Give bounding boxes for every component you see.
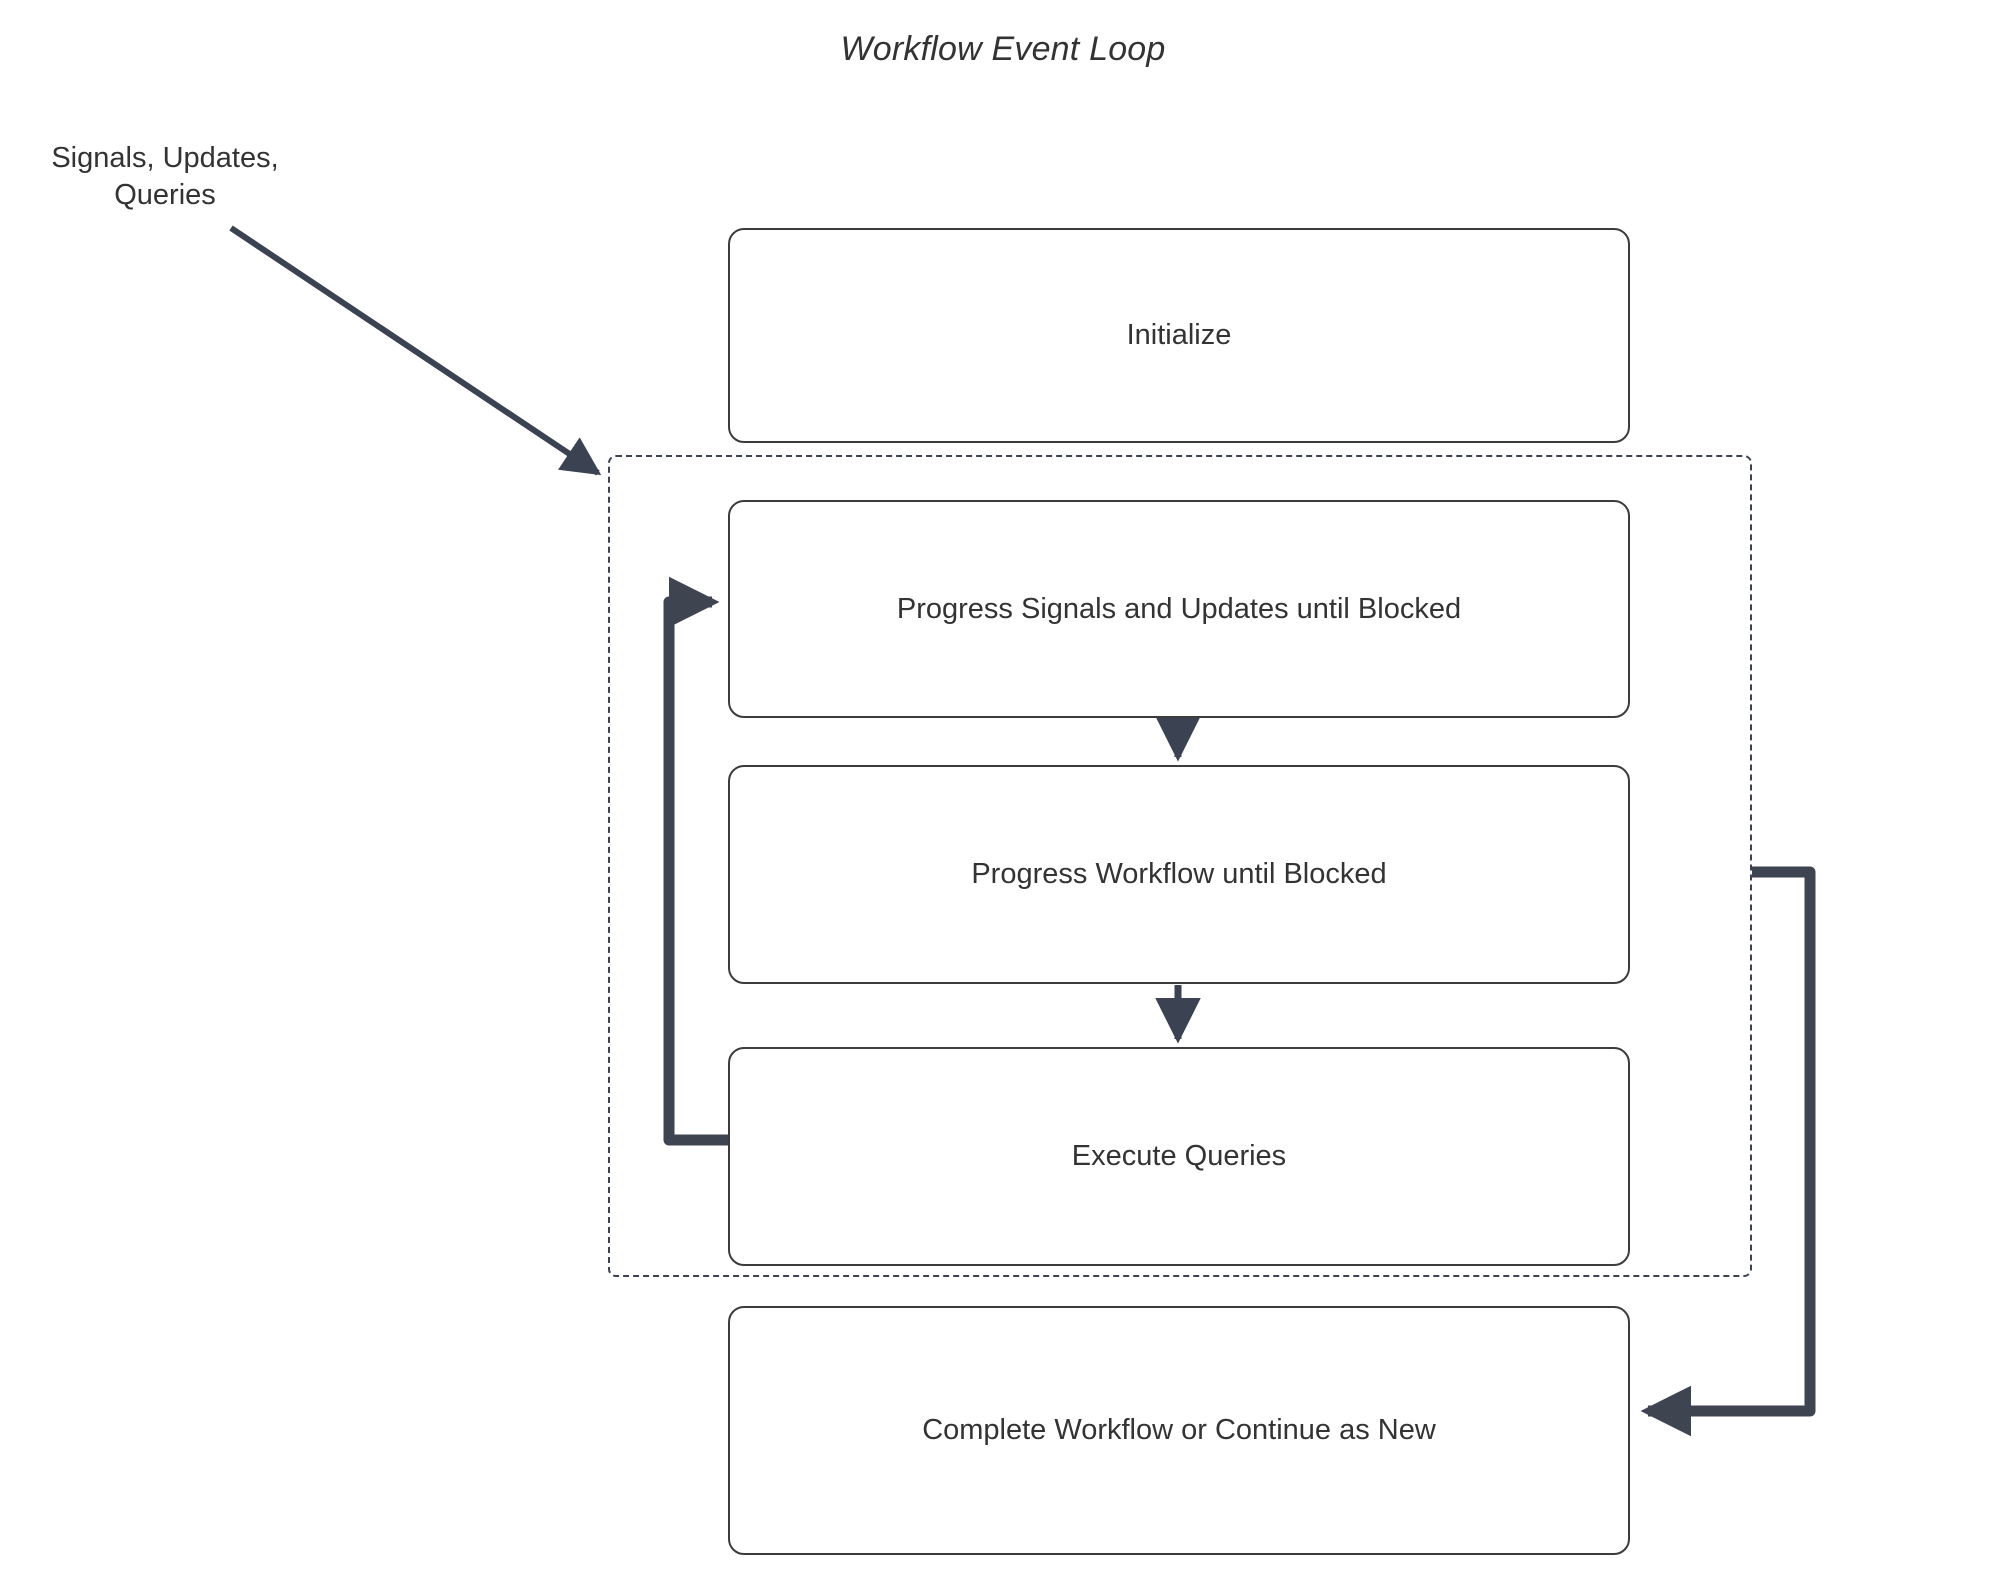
- node-initialize-label: Initialize: [1126, 319, 1232, 351]
- event-loop-dashed-container: [608, 455, 1752, 1277]
- node-initialize[interactable]: Initialize: [728, 228, 1630, 443]
- node-progress-workflow-label: Progress Workflow until Blocked: [971, 858, 1387, 890]
- diagram-title: Workflow Event Loop: [840, 30, 1166, 68]
- node-execute-queries-label: Execute Queries: [1071, 1140, 1287, 1172]
- node-complete-workflow-label: Complete Workflow or Continue as New: [922, 1414, 1436, 1446]
- node-progress-signals-and-updates-label: Progress Signals and Updates until Block…: [896, 592, 1462, 625]
- node-progress-signals-and-updates[interactable]: Progress Signals and Updates until Block…: [728, 500, 1630, 718]
- edge-external-to-loop: [229, 225, 602, 476]
- node-complete-workflow-or-continue-as-new[interactable]: Complete Workflow or Continue as New: [728, 1306, 1630, 1555]
- node-execute-queries[interactable]: Execute Queries: [728, 1047, 1630, 1266]
- external-input-label: Signals, Updates, Queries: [51, 142, 279, 212]
- node-progress-workflow[interactable]: Progress Workflow until Blocked: [728, 765, 1630, 984]
